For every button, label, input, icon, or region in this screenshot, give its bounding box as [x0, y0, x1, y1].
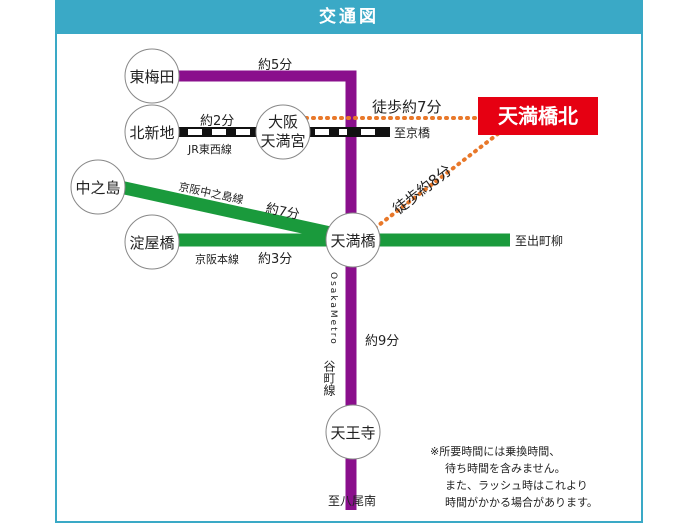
map-title: 交通図	[55, 0, 643, 34]
keihan-time: 約3分	[258, 252, 292, 267]
station-higashi-umeda: 東梅田	[129, 68, 174, 86]
station-nakanoshima: 中之島	[75, 179, 120, 197]
keihan-lines	[118, 180, 510, 247]
metro-line-jp: 谷町線	[322, 360, 336, 396]
tanimachi-line	[175, 70, 357, 510]
station-tenmabashi: 天満橋	[330, 232, 375, 250]
to-demachiyanagi: 至出町柳	[515, 234, 563, 248]
jr-time: 約2分	[200, 114, 234, 129]
note-line-2: 待ち時間を含みません。	[445, 461, 566, 475]
note-line-4: 時間がかかる場合があります。	[445, 495, 598, 509]
metro-time: 約9分	[365, 334, 399, 349]
walk-7-label: 徒歩約7分	[372, 98, 442, 116]
map-frame	[55, 0, 643, 523]
station-osaka-tenmangu-2: 天満宮	[260, 132, 305, 150]
note-line-1: ※所要時間には乗換時間、	[430, 445, 560, 458]
destination-box	[478, 97, 598, 135]
walk-8-label: 徒歩約8分	[389, 161, 455, 218]
station-tennoji: 天王寺	[330, 424, 375, 442]
umeda-time: 約5分	[258, 58, 292, 73]
to-yaominami: 至八尾南	[328, 493, 376, 508]
note-line-3: また、ラッシュ時はこれより	[445, 479, 588, 492]
jr-line-label: JR東西線	[187, 142, 232, 156]
to-kyobashi: 至京橋	[394, 126, 430, 140]
station-circles	[70, 48, 381, 460]
station-kitashinchi: 北新地	[129, 124, 174, 142]
station-yodoyabashi: 淀屋橋	[129, 234, 174, 252]
keihan-main-label: 京阪本線	[195, 252, 239, 266]
station-osaka-tenmangu-1: 大阪	[268, 113, 298, 131]
walking-routes	[304, 116, 505, 230]
metro-line-latin: OsakaMetro	[328, 272, 338, 346]
nakanoshima-time: 約7分	[264, 201, 301, 223]
destination-label: 天満橋北	[498, 104, 578, 128]
